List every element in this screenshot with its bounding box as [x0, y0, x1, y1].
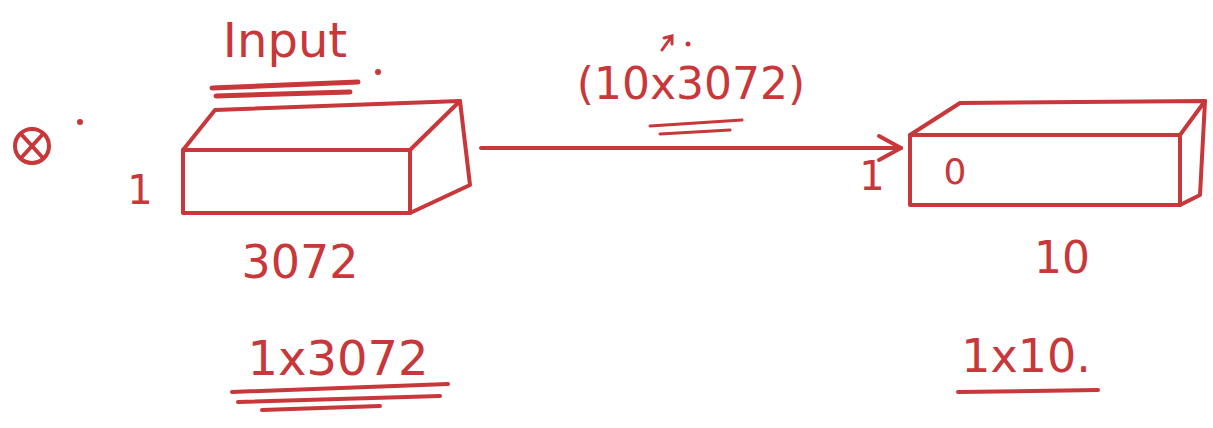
edge-label: (10x3072) — [577, 62, 805, 106]
dimension-label: 1x10. — [961, 333, 1091, 379]
arrow-connector — [481, 136, 901, 160]
dot — [375, 69, 381, 75]
dimension-label: 1x3072 — [247, 334, 428, 382]
box-outline-stroke — [410, 101, 470, 213]
dimension-label: 10 — [1034, 236, 1090, 280]
arrow-stroke — [481, 146, 901, 150]
box-outline-stroke — [910, 101, 1205, 135]
underline — [212, 82, 358, 96]
box-heading: Input — [223, 16, 347, 64]
dot — [686, 42, 691, 47]
underline — [958, 390, 1098, 392]
box-node: 0 — [905, 98, 1210, 210]
box-outline-stroke — [183, 150, 410, 213]
box-outline-stroke — [1180, 101, 1205, 205]
box-outline-stroke — [183, 101, 460, 150]
underline — [232, 384, 448, 410]
tick-mark — [662, 36, 672, 50]
dimension-label: 3072 — [241, 239, 358, 285]
dimension-label: 1 — [127, 170, 152, 210]
dot — [77, 119, 83, 125]
underline — [650, 120, 742, 134]
circled-cross — [15, 129, 49, 163]
circled-cross — [21, 134, 43, 158]
box-node: Input — [180, 98, 475, 218]
box-text: 0 — [944, 154, 967, 190]
box-outline-stroke — [910, 135, 1180, 205]
dimension-label: 1 — [859, 156, 884, 196]
box-outline — [180, 98, 475, 218]
